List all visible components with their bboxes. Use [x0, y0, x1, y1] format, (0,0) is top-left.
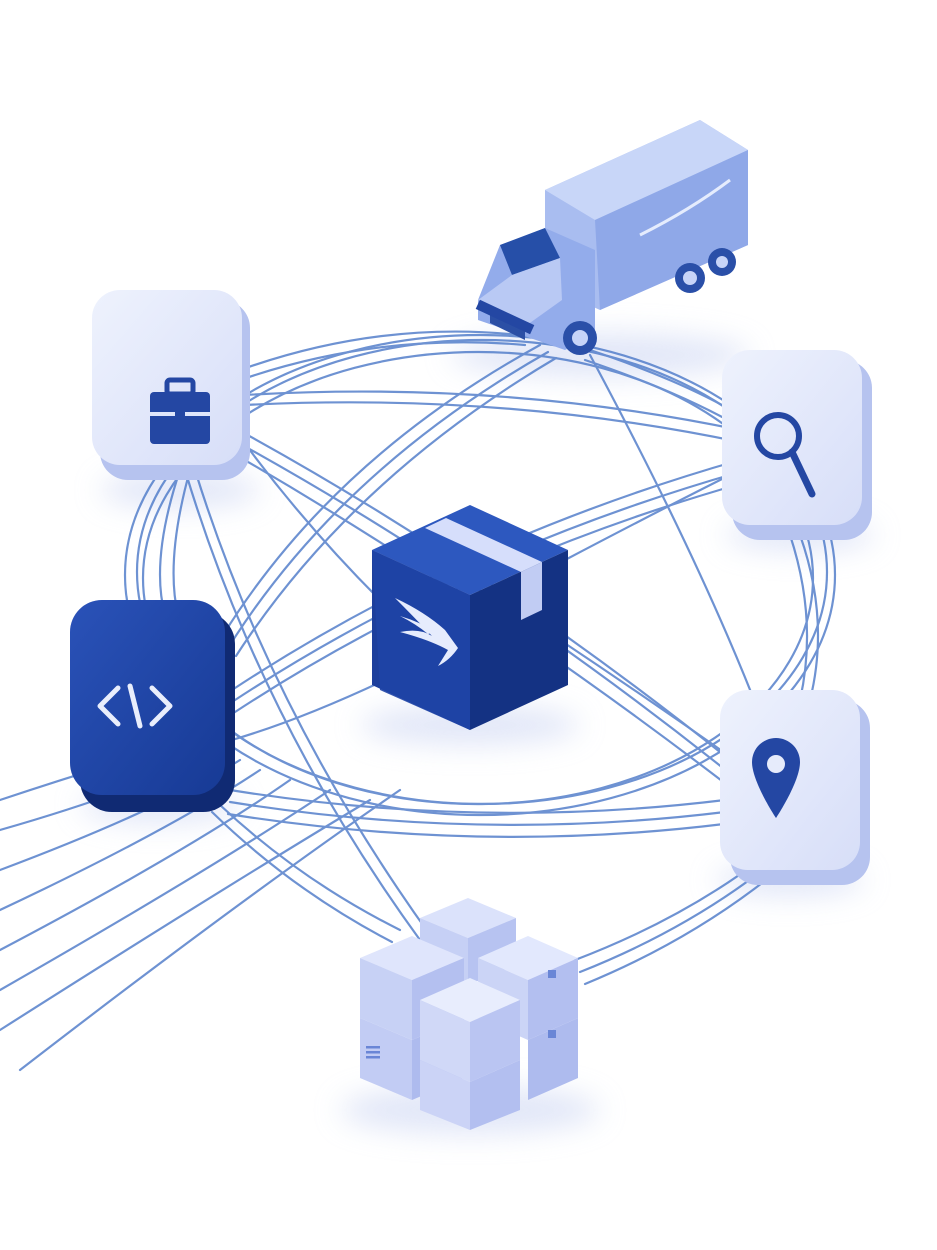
delivery-truck [475, 120, 748, 355]
code-icon [97, 683, 173, 729]
briefcase-tile [92, 290, 250, 480]
package-hub [372, 505, 568, 730]
box-stack [360, 898, 578, 1130]
winged-package-icon [395, 598, 458, 666]
location-pin-icon [752, 738, 800, 818]
location-tile [720, 690, 870, 885]
briefcase-icon [150, 377, 210, 444]
code-tile [70, 600, 235, 812]
search-icon [754, 412, 816, 498]
connection-lines [0, 330, 837, 1072]
boxes-icon [366, 1046, 380, 1059]
search-tile [722, 350, 872, 540]
